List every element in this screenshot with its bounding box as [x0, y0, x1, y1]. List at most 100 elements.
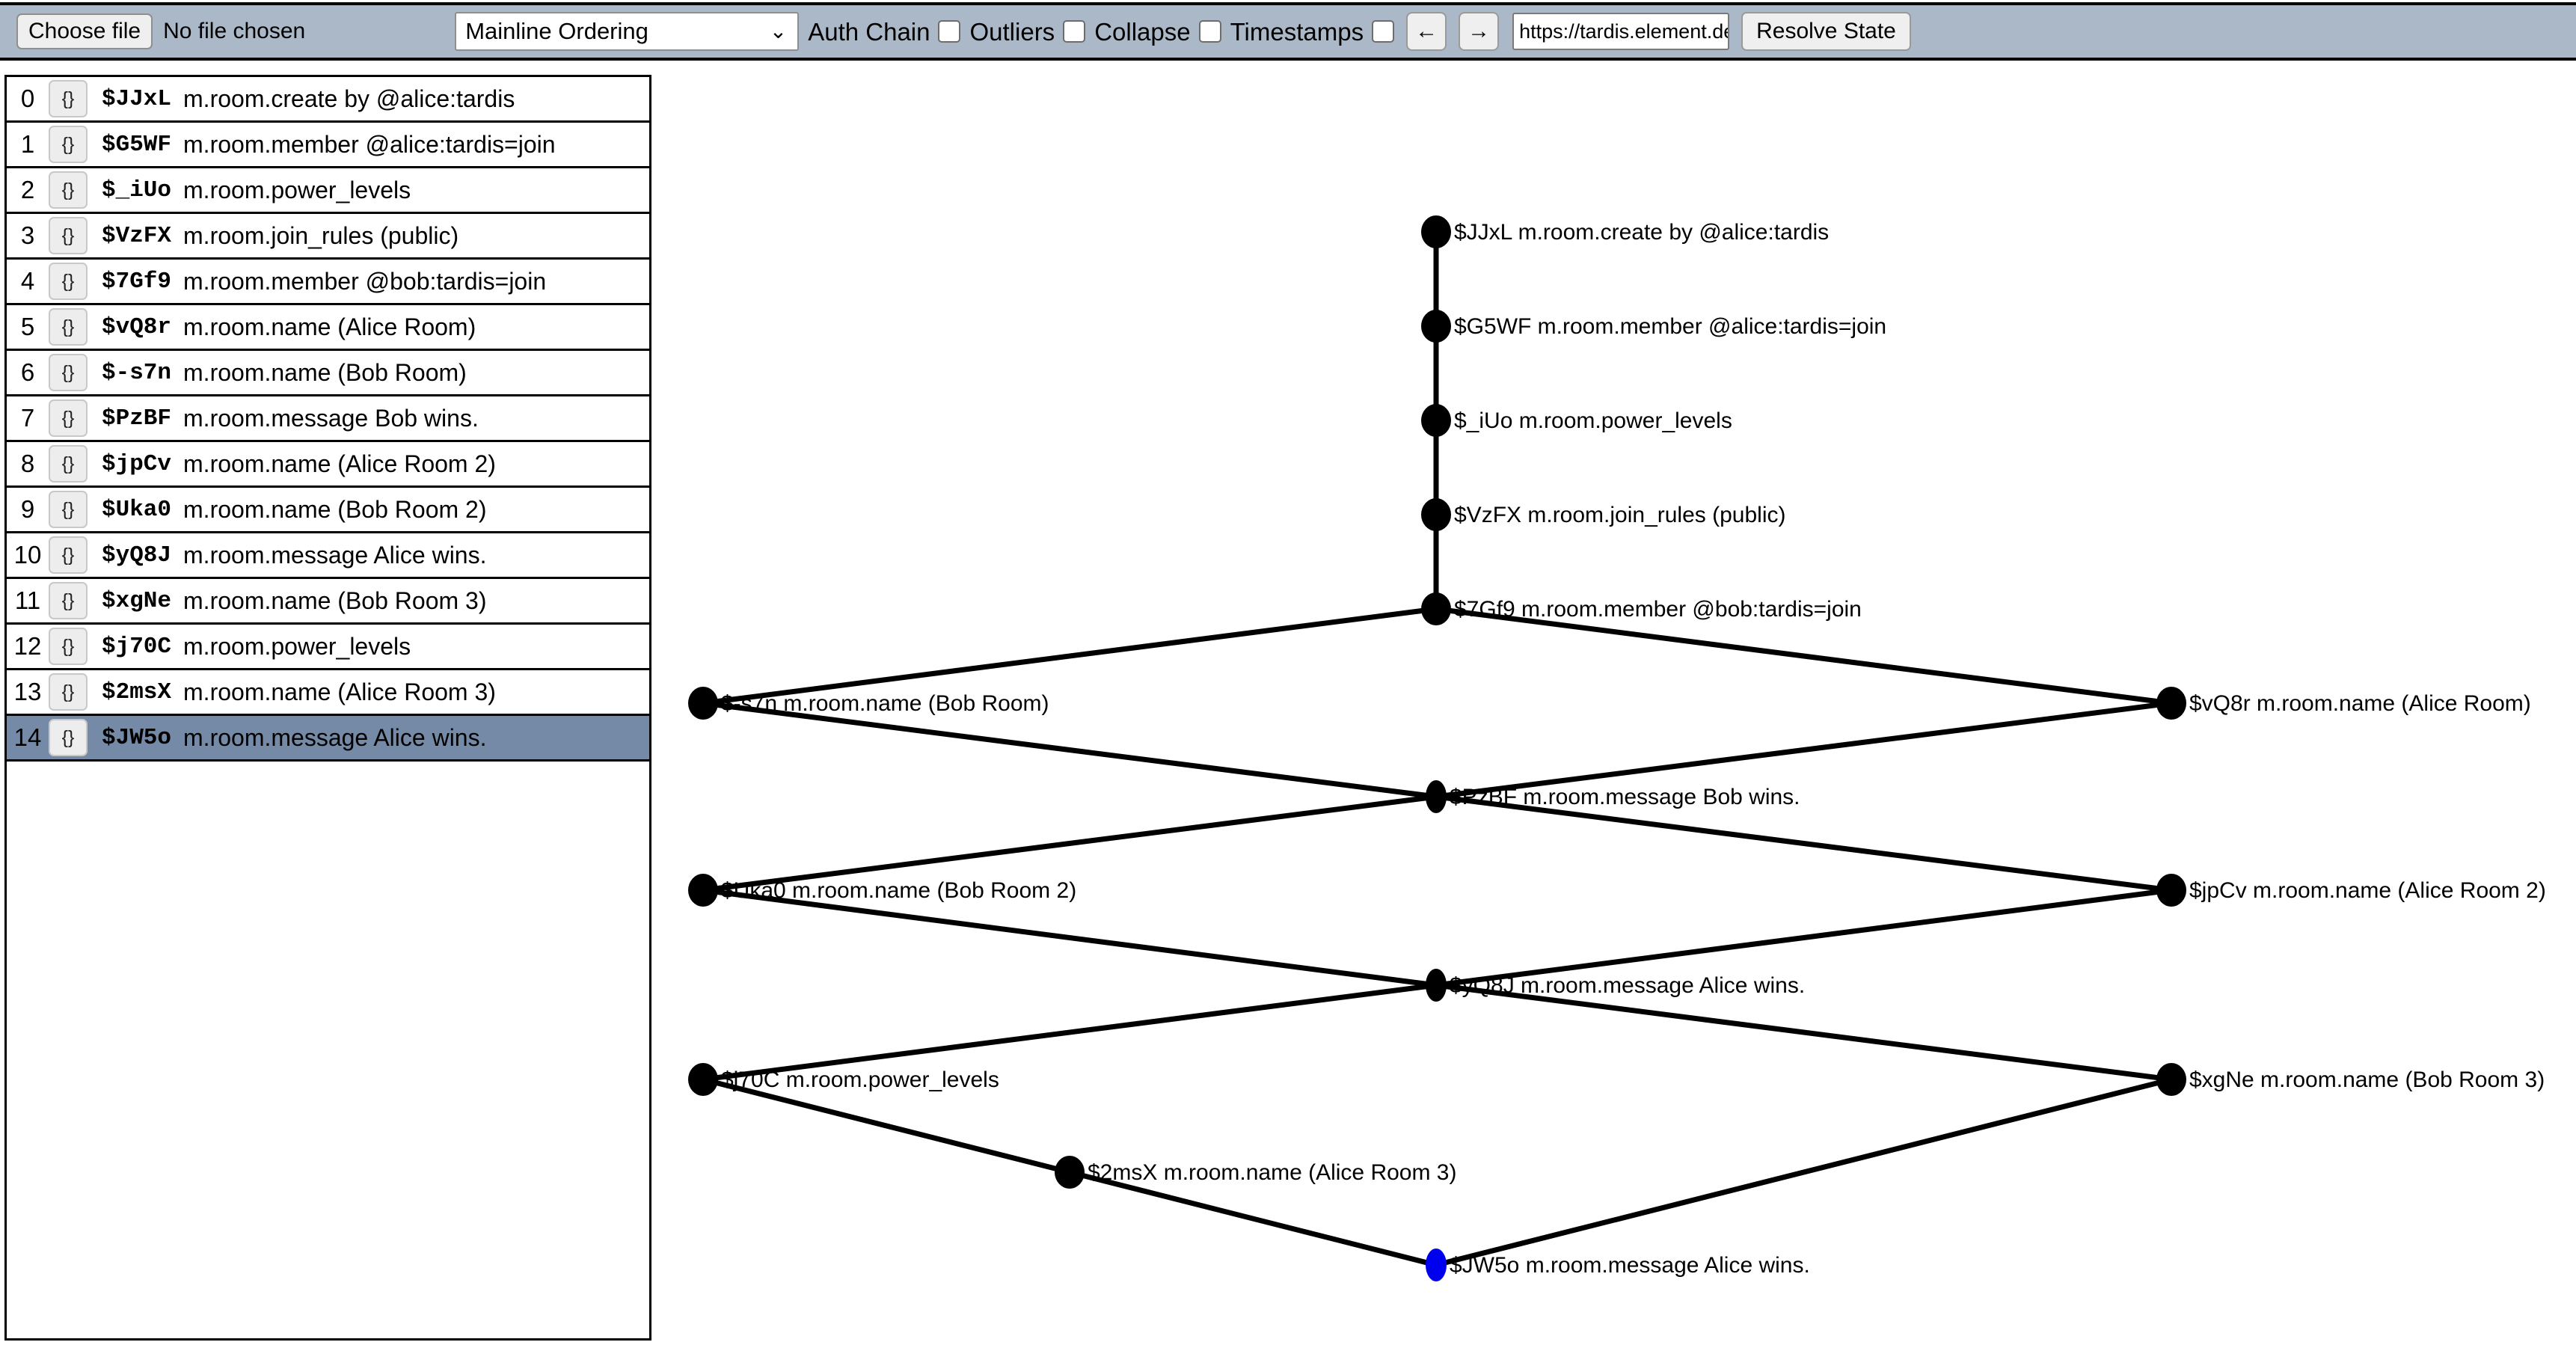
event-summary: m.room.name (Alice Room) — [183, 313, 476, 340]
dag-node[interactable] — [1421, 215, 1451, 248]
event-index: 13 — [13, 678, 42, 705]
json-view-button[interactable]: {} — [49, 80, 88, 117]
dag-node-label: $jpCv m.room.name (Alice Room 2) — [2189, 878, 2546, 903]
dag-node[interactable] — [1421, 404, 1451, 437]
dag-node[interactable] — [688, 874, 718, 907]
dag-edge — [1069, 1169, 1437, 1268]
event-list-item[interactable]: 13 {} $2msX m.room.name (Alice Room 3) — [7, 670, 649, 716]
dag-node-label: $JJxL m.room.create by @alice:tardis — [1454, 220, 1829, 245]
dag-node[interactable] — [1055, 1156, 1085, 1189]
dag-edge — [702, 887, 1437, 988]
event-id: $2msX — [102, 678, 172, 705]
auth-chain-checkbox[interactable] — [938, 20, 961, 43]
json-view-button[interactable]: {} — [49, 582, 88, 619]
timestamps-label: Timestamps — [1230, 17, 1364, 46]
json-view-button[interactable]: {} — [49, 445, 88, 482]
event-summary: m.room.power_levels — [183, 632, 411, 660]
json-view-button[interactable]: {} — [49, 491, 88, 528]
back-arrow-icon[interactable]: ← — [1406, 12, 1447, 51]
dag-node-label: $G5WF m.room.member @alice:tardis=join — [1454, 314, 1886, 339]
dag-node[interactable] — [1426, 1249, 1447, 1281]
json-view-button[interactable]: {} — [49, 536, 88, 574]
event-list-item[interactable]: 6 {} $-s7n m.room.name (Bob Room) — [7, 351, 649, 396]
auth-chain-label: Auth Chain — [808, 17, 930, 46]
event-index: 5 — [20, 313, 35, 340]
json-view-button[interactable]: {} — [49, 171, 88, 209]
dag-node[interactable] — [1421, 310, 1451, 343]
event-index: 3 — [20, 221, 35, 249]
dag-node[interactable] — [2156, 874, 2186, 907]
collapse-checkbox[interactable] — [1198, 20, 1221, 43]
json-view-button[interactable]: {} — [49, 263, 88, 300]
dag-node[interactable] — [1421, 498, 1451, 531]
dag-node-label: $j70C m.room.power_levels — [721, 1067, 999, 1092]
chevron-down-icon: ⌄ — [769, 19, 788, 43]
dag-node-label: $yQ8J m.room.message Alice wins. — [1450, 973, 1805, 998]
json-view-button[interactable]: {} — [49, 673, 88, 711]
dag-node[interactable] — [2156, 1063, 2186, 1096]
event-index: 10 — [13, 541, 42, 569]
dag-node-label: $VzFX m.room.join_rules (public) — [1454, 503, 1785, 527]
dag-edge — [702, 606, 1437, 706]
forward-arrow-icon[interactable]: → — [1459, 12, 1500, 51]
json-view-button[interactable]: {} — [49, 308, 88, 346]
event-id: $xgNe — [102, 587, 172, 614]
dag-node[interactable] — [688, 1063, 718, 1096]
dag-node[interactable] — [1421, 592, 1451, 625]
timestamps-checkbox[interactable] — [1372, 20, 1395, 43]
dag-node[interactable] — [1426, 969, 1447, 1002]
outliers-checkbox[interactable] — [1063, 20, 1086, 43]
dag-edge — [702, 700, 1437, 800]
dag-edge — [1435, 1076, 2172, 1268]
dag-node-label: $vQ8r m.room.name (Alice Room) — [2189, 691, 2531, 716]
choose-file-button[interactable]: Choose file — [16, 13, 153, 49]
json-view-button[interactable]: {} — [49, 399, 88, 437]
dag-node[interactable] — [2156, 687, 2186, 720]
event-dag-canvas[interactable]: $JJxL m.room.create by @alice:tardis $G5W… — [658, 67, 2576, 1348]
edge-layer — [702, 232, 2172, 1268]
event-summary: m.room.name (Alice Room 2) — [183, 450, 496, 477]
dag-node[interactable] — [1426, 780, 1447, 813]
event-id: $-s7n — [102, 359, 172, 386]
dag-node-label: $7Gf9 m.room.member @bob:tardis=join — [1454, 597, 1862, 622]
event-id: $jpCv — [102, 450, 172, 477]
ordering-select[interactable]: Mainline Ordering ⌄ — [455, 12, 800, 51]
no-file-chosen-label: No file chosen — [163, 19, 306, 43]
json-view-button[interactable]: {} — [49, 354, 88, 391]
event-id: $_iUo — [102, 177, 172, 203]
json-view-button[interactable]: {} — [49, 217, 88, 254]
event-summary: m.room.message Alice wins. — [183, 541, 487, 569]
event-id: $JW5o — [102, 724, 172, 751]
event-summary: m.room.member @bob:tardis=join — [183, 267, 547, 295]
dag-edge — [1435, 982, 2172, 1082]
url-input[interactable]: https://tardis.element.dev — [1512, 13, 1730, 50]
json-view-button[interactable]: {} — [49, 628, 88, 665]
event-summary: m.room.name (Alice Room 3) — [183, 678, 496, 705]
json-view-button[interactable]: {} — [49, 126, 88, 163]
event-summary: m.room.message Alice wins. — [183, 723, 487, 751]
dag-node-label: $_iUo m.room.power_levels — [1454, 408, 1732, 433]
dag-node-label: $JW5o m.room.message Alice wins. — [1450, 1253, 1810, 1278]
event-index: 6 — [20, 358, 35, 386]
resolve-state-button[interactable]: Resolve State — [1741, 12, 1911, 51]
json-view-button[interactable]: {} — [49, 719, 88, 756]
dag-node[interactable] — [688, 687, 718, 720]
event-index: 11 — [14, 586, 41, 614]
ordering-select-value: Mainline Ordering — [465, 18, 648, 44]
event-id: $JJxL — [102, 85, 172, 112]
event-summary: m.room.name (Bob Room) — [183, 358, 467, 386]
